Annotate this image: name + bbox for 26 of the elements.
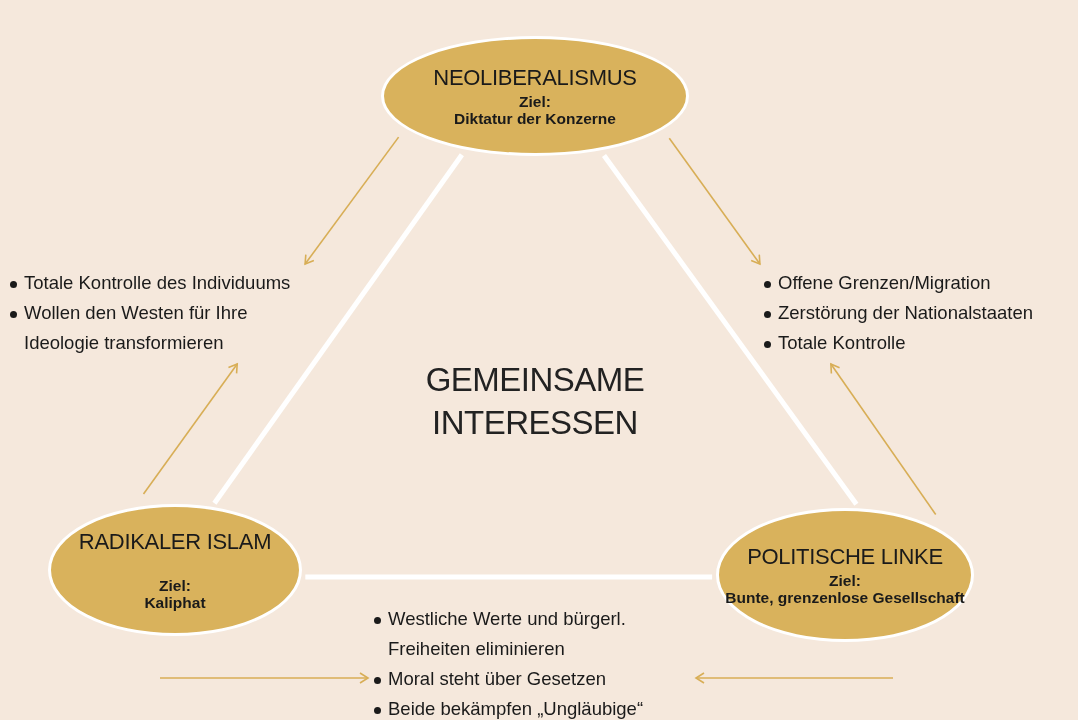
goal-text: Ziel: xyxy=(829,572,861,589)
connector-line xyxy=(601,154,859,506)
bullet-point: Westliche Werte und bürgerl. Freiheiten eliminieren xyxy=(372,604,692,664)
ellipse-heading: POLITISCHE LINKE xyxy=(747,544,943,570)
goal-text: Diktatur der Konzerne xyxy=(454,110,616,127)
arrow xyxy=(142,363,238,495)
ellipse-heading: RADIKALER ISLAM xyxy=(78,529,272,555)
ellipse-heading: NEOLIBERALISMUS xyxy=(433,65,637,91)
bullet-point: Zerstörung der Nationalstaaten xyxy=(762,298,1076,328)
bullet-point: Totale Kontrolle des Individuums xyxy=(8,268,304,298)
arrow xyxy=(830,363,937,516)
bullet-point: Offene Grenzen/Migration xyxy=(762,268,1076,298)
bullet-point: Wollen den Westen für Ihre Ideologie transformieren xyxy=(8,298,304,358)
goal-text: Bunte, grenzenlose Gesellschaft xyxy=(725,589,965,606)
arrow xyxy=(304,136,400,265)
goal-text: Ziel: xyxy=(159,577,191,594)
arrow xyxy=(668,137,761,265)
goal-text: Kaliphat xyxy=(144,594,206,611)
bullet-point: Moral steht über Gesetzen xyxy=(372,664,692,694)
connector-line xyxy=(305,574,713,580)
bullet-point: Beide bekämpfen „Ungläubige“ xyxy=(372,694,692,720)
arrow xyxy=(695,672,894,684)
goal-text: Ziel: xyxy=(519,93,551,110)
arrow xyxy=(159,672,369,684)
center-heading: GEMEINSAME INTERESSEN xyxy=(424,360,646,443)
bullet-point: Totale Kontrolle xyxy=(762,328,1076,358)
